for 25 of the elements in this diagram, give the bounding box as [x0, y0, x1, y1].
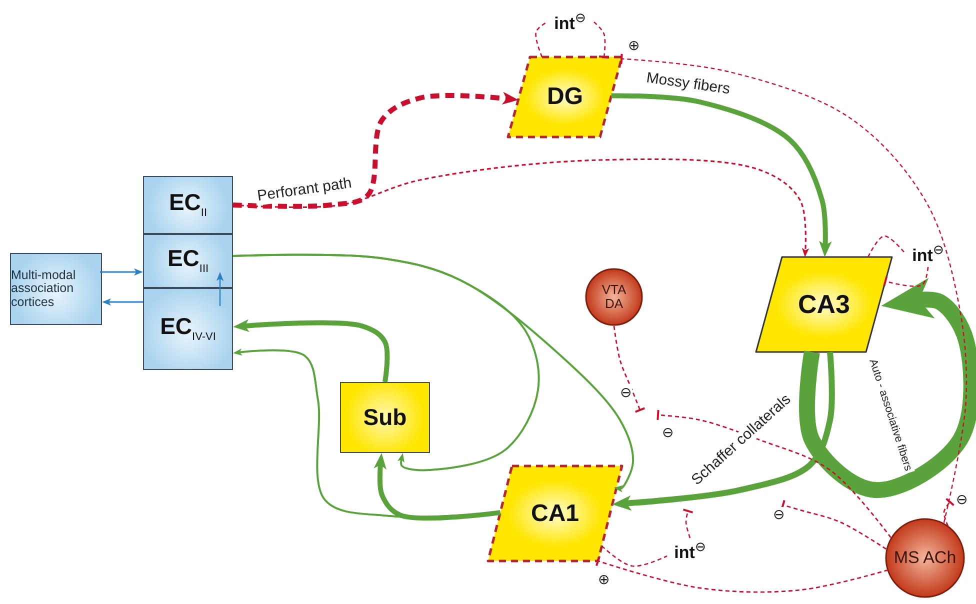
region-box: Sub [340, 382, 430, 453]
region-box: EC$_{II}$ [143, 176, 233, 234]
pathway-arrow [100, 268, 142, 276]
region-box: Multi-modal association cortices [10, 253, 102, 325]
region-name: MS ACh [894, 549, 956, 567]
region-name: VTA DA [600, 283, 628, 311]
pathway-arrow [103, 298, 143, 306]
pathway-arrow [235, 319, 390, 382]
region-name: CA1 [530, 500, 579, 526]
dashed-arrow [232, 92, 516, 209]
region-name: DG [547, 84, 583, 110]
pathway-arrow [614, 352, 835, 511]
region-name: CA3 [798, 290, 850, 318]
region-box: EC$_{III}$ [143, 234, 233, 288]
pathway-arrow [374, 455, 501, 521]
interneuron-label: int$^{⊖}$ [666, 538, 714, 564]
pathway-arrow [234, 348, 500, 518]
pathway-arrow [216, 273, 224, 306]
interneuron-label: int$^{⊖}$ [904, 241, 952, 267]
pathway-arrow [611, 93, 832, 255]
interneuron-label: int$^{⊖}$ [546, 9, 594, 35]
dashed-arrow [232, 158, 810, 256]
pathway-arrow [232, 254, 540, 472]
region-box: EC$_{IV-VI}$ [143, 288, 233, 370]
pathway-arrow [799, 278, 976, 498]
